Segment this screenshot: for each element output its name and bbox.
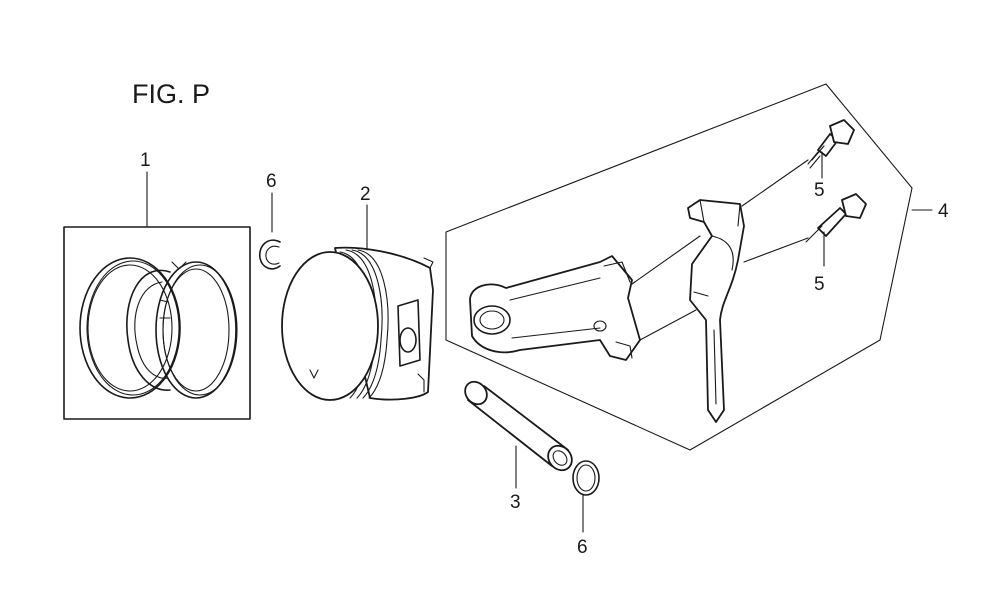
callout-label-6-lower: 6 xyxy=(577,537,588,558)
piston-pin-clip-upper: 6 xyxy=(258,171,281,270)
piston-ring-set: 1 xyxy=(63,150,251,420)
rod-bolt-lower xyxy=(805,193,867,243)
callout-label-1: 1 xyxy=(140,150,151,171)
figure-title: FIG. P xyxy=(132,79,210,109)
ring-set-frame xyxy=(63,226,251,420)
piston-pin: 3 xyxy=(464,380,573,513)
callout-label-5-upper: 5 xyxy=(814,180,825,201)
piston-pin-clip-lower: 6 xyxy=(572,460,600,558)
callout-label-2: 2 xyxy=(360,184,371,205)
callout-label-5-lower: 5 xyxy=(814,274,825,295)
callout-label-6-upper: 6 xyxy=(266,171,277,192)
connecting-rod-assembly: 5 5 4 xyxy=(445,83,949,451)
callout-label-4: 4 xyxy=(938,201,949,222)
assembly-frame xyxy=(445,83,913,451)
callout-label-3: 3 xyxy=(510,492,521,513)
rod-bolt-upper xyxy=(807,119,855,169)
piston: 2 xyxy=(281,184,434,401)
